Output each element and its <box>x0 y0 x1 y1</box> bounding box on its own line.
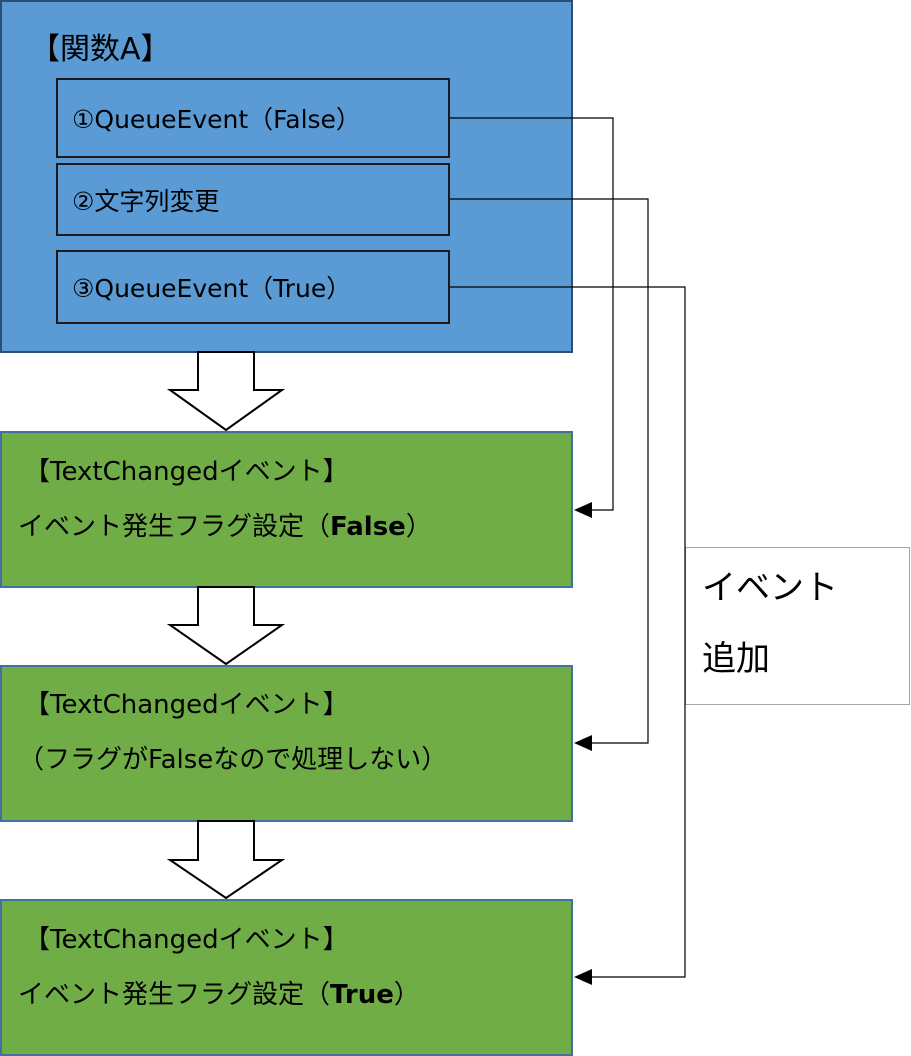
connector-step2-event2 <box>450 198 649 744</box>
step-label: ③QueueEvent（True） <box>72 274 352 303</box>
arrowhead-event3 <box>574 969 592 985</box>
event-3-description: イベント発生フラグ設定（True） <box>18 980 420 1010</box>
event-add-label: イベント 追加 <box>685 547 910 705</box>
event-box-3 <box>0 899 573 1056</box>
function-a-title: 【関数A】 <box>30 32 171 67</box>
arrowhead-event2 <box>574 735 592 751</box>
event-box-1 <box>0 431 573 588</box>
event-add-label-line2: 追加 <box>702 639 770 679</box>
event-1-description: イベント発生フラグ設定（False） <box>18 512 432 542</box>
connector-step1-event1 <box>450 117 614 511</box>
step-queue-event-false: ①QueueEvent（False） <box>56 78 450 158</box>
event-3-title: 【TextChangedイベント】 <box>24 925 349 955</box>
arrowhead-event1 <box>574 502 592 518</box>
step-change-string: ②文字列変更 <box>56 163 450 236</box>
event-2-description: （フラグがFalseなので処理しない） <box>18 745 448 775</box>
event-1-title: 【TextChangedイベント】 <box>24 457 349 487</box>
down-arrow-1 <box>166 351 286 432</box>
event-box-2 <box>0 665 573 822</box>
down-arrow-2 <box>166 586 286 666</box>
event-add-label-line1: イベント <box>702 568 838 608</box>
connector-step3-event3 <box>450 286 686 978</box>
step-label: ②文字列変更 <box>72 186 220 216</box>
step-label: ①QueueEvent（False） <box>72 105 361 134</box>
step-queue-event-true: ③QueueEvent（True） <box>56 250 450 324</box>
event-2-title: 【TextChangedイベント】 <box>24 690 349 720</box>
down-arrow-3 <box>166 820 286 900</box>
